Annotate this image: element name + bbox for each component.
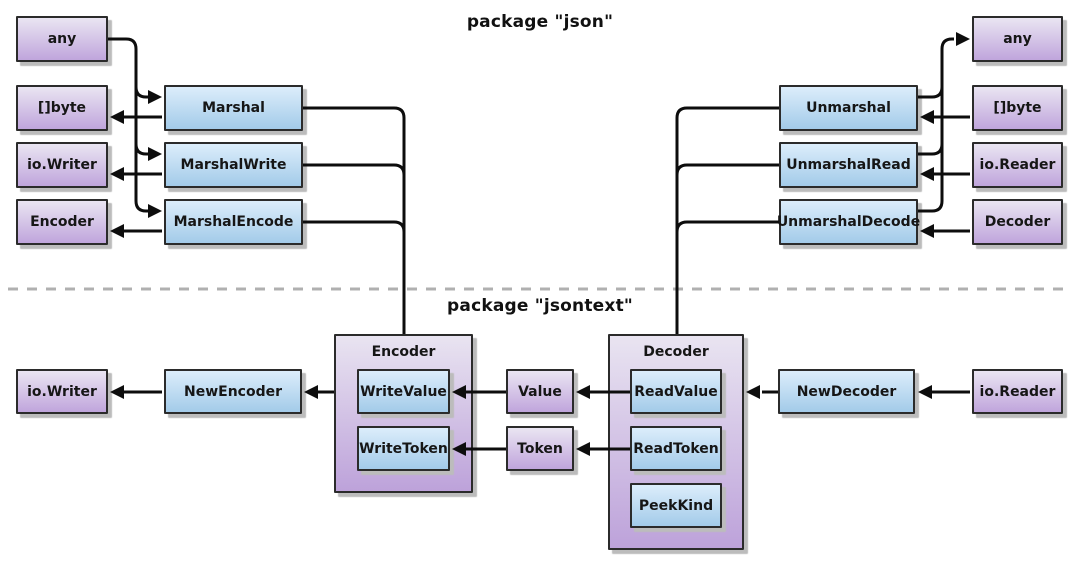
arrowhead: [148, 204, 162, 218]
arrowhead: [576, 385, 590, 399]
node-byte-json-left: []byte: [16, 85, 108, 131]
node-decoder-json: Decoder: [972, 199, 1063, 245]
arrowhead: [110, 110, 124, 124]
node-any-json-left: any: [16, 16, 108, 62]
edge-any-to-marshal-functions: [108, 37, 162, 218]
node-label: io.Writer: [27, 157, 97, 173]
node-unmarshal-read: UnmarshalRead: [779, 142, 918, 188]
node-read-value: ReadValue: [630, 369, 722, 414]
arrowhead: [918, 385, 932, 399]
package-json-title: package "json": [466, 12, 614, 32]
arrowhead: [920, 110, 934, 124]
node-label: io.Reader: [979, 383, 1056, 400]
node-label: UnmarshalRead: [786, 157, 911, 173]
edge-new-decoder-to-decoder: [746, 385, 778, 399]
node-label: WriteValue: [360, 383, 447, 400]
arrowhead: [148, 147, 162, 161]
arrowhead: [746, 385, 760, 399]
node-io-writer-json: io.Writer: [16, 142, 108, 188]
arrowhead: [304, 385, 318, 399]
node-label: NewDecoder: [796, 383, 897, 400]
node-encoder-json: Encoder: [16, 199, 108, 245]
node-token: Token: [506, 426, 574, 471]
package-jsontext-title: package "jsontext": [447, 296, 633, 316]
node-label: Encoder: [30, 214, 94, 230]
node-label: []byte: [993, 100, 1042, 116]
arrowhead: [110, 167, 124, 181]
arrowhead: [110, 224, 124, 238]
node-label: PeekKind: [638, 497, 714, 514]
group-decoder-label: Decoder: [643, 344, 709, 360]
edge-marshal-outputs: [110, 110, 162, 238]
node-byte-json-right: []byte: [972, 85, 1063, 131]
node-label: io.Writer: [27, 383, 97, 400]
node-label: ReadValue: [634, 383, 718, 400]
node-unmarshal-decode: UnmarshalDecode: [776, 199, 921, 245]
node-label: MarshalEncode: [173, 214, 294, 230]
arrowhead: [920, 167, 934, 181]
node-label: Value: [518, 383, 562, 400]
node-label: []byte: [37, 100, 87, 116]
node-label: Unmarshal: [806, 100, 891, 116]
arrowhead: [110, 385, 124, 399]
node-write-token: WriteToken: [357, 426, 450, 471]
node-label: any: [1003, 31, 1032, 47]
node-io-reader-jsontext: io.Reader: [972, 369, 1063, 414]
node-label: Marshal: [202, 100, 265, 116]
node-label: io.Reader: [979, 157, 1056, 173]
edge-inputs-to-unmarshal-functions: [920, 110, 970, 238]
node-read-token: ReadToken: [630, 426, 722, 471]
node-label: any: [47, 31, 77, 47]
node-marshal-encode: MarshalEncode: [164, 199, 303, 245]
node-io-reader-json: io.Reader: [972, 142, 1063, 188]
node-label: Decoder: [984, 214, 1051, 230]
node-peek-kind: PeekKind: [630, 483, 722, 528]
arrowhead: [576, 442, 590, 456]
node-write-value: WriteValue: [357, 369, 450, 414]
node-marshal-write: MarshalWrite: [164, 142, 303, 188]
node-new-decoder: NewDecoder: [778, 369, 915, 414]
node-io-writer-jsontext: io.Writer: [16, 369, 108, 414]
edge-io-reader-to-new-decoder: [918, 385, 970, 399]
node-label: Token: [517, 440, 563, 457]
node-label: NewEncoder: [183, 383, 282, 400]
edge-new-encoder-to-io-writer: [110, 385, 162, 399]
node-value: Value: [506, 369, 574, 414]
node-unmarshal: Unmarshal: [779, 85, 918, 131]
node-label: UnmarshalDecode: [776, 214, 921, 230]
arrowhead: [148, 90, 162, 104]
edge-unmarshal-functions-to-any: [918, 32, 970, 213]
node-label: ReadToken: [633, 440, 719, 457]
node-new-encoder: NewEncoder: [164, 369, 302, 414]
edge-encoder-to-new-encoder: [304, 385, 334, 399]
node-label: MarshalWrite: [180, 157, 287, 173]
node-label: WriteToken: [359, 440, 448, 457]
node-any-json-right: any: [972, 16, 1063, 62]
arrowhead: [920, 224, 934, 238]
group-encoder-label: Encoder: [371, 344, 436, 360]
arrowhead: [956, 32, 970, 46]
node-marshal: Marshal: [164, 85, 303, 131]
